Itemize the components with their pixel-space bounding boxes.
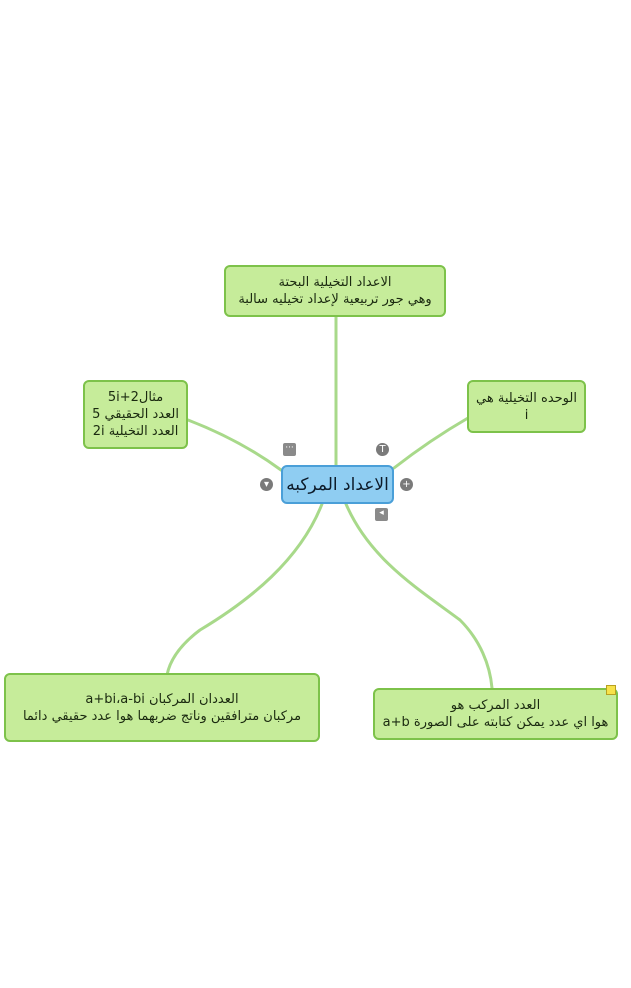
collapse-icon[interactable]: ▾ <box>260 478 273 491</box>
topic-node-bottom-left-line-2: مركبان مترافقين وناتج ضربهما هوا عدد حقي… <box>22 708 302 724</box>
add-topic-icon[interactable]: T <box>376 443 389 456</box>
central-topic-label: الاعداد المركبه <box>286 474 389 495</box>
topic-node-left-line-3: العدد التخيلية 2i <box>92 424 179 439</box>
topic-node-bottom-right-line-2: هوا اي عدد يمكن كتابته على الصورة a+b <box>382 715 609 730</box>
topic-node-right[interactable]: الوحده التخيلية هي i <box>467 380 586 433</box>
branch-bottom-right <box>344 502 494 690</box>
topic-node-top-line-1: الاعداد التخيلية البحتة <box>278 275 392 290</box>
topic-node-bottom-right[interactable]: العدد المركب هو هوا اي عدد يمكن كتابته ع… <box>373 688 618 740</box>
branch-bottom-left <box>165 502 324 677</box>
branch-right <box>392 416 470 470</box>
more-options-icon[interactable]: ··· <box>283 443 296 456</box>
central-topic[interactable]: الاعداد المركبه <box>281 465 394 504</box>
topic-node-left-line-1: مثال5i+2 <box>107 390 164 405</box>
expand-icon[interactable]: + <box>400 478 413 491</box>
topic-node-right-line-2: i <box>524 407 529 423</box>
topic-node-bottom-left-line-1: العددان المركبان a+bi،a-bi <box>85 691 239 707</box>
topic-node-top[interactable]: الاعداد التخيلية البحتة وهي جور تربيعية … <box>224 265 446 317</box>
topic-node-right-line-1: الوحده التخيلية هي <box>476 390 577 406</box>
topic-node-bottom-right-line-1: العدد المركب هو <box>450 698 541 713</box>
topic-node-left-line-2: العدد الحقيقي 5 <box>92 407 179 422</box>
topic-node-left[interactable]: مثال5i+2 العدد الحقيقي 5 العدد التخيلية … <box>83 380 188 449</box>
branch-left <box>186 418 283 472</box>
attach-icon[interactable]: ◂ <box>375 508 388 521</box>
topic-node-bottom-left[interactable]: العددان المركبان a+bi،a-bi مركبان مترافق… <box>4 673 320 742</box>
note-marker-icon[interactable] <box>606 685 616 695</box>
topic-node-top-line-2: وهي جور تربيعية لإعداد تخيليه سالبة <box>238 292 432 307</box>
